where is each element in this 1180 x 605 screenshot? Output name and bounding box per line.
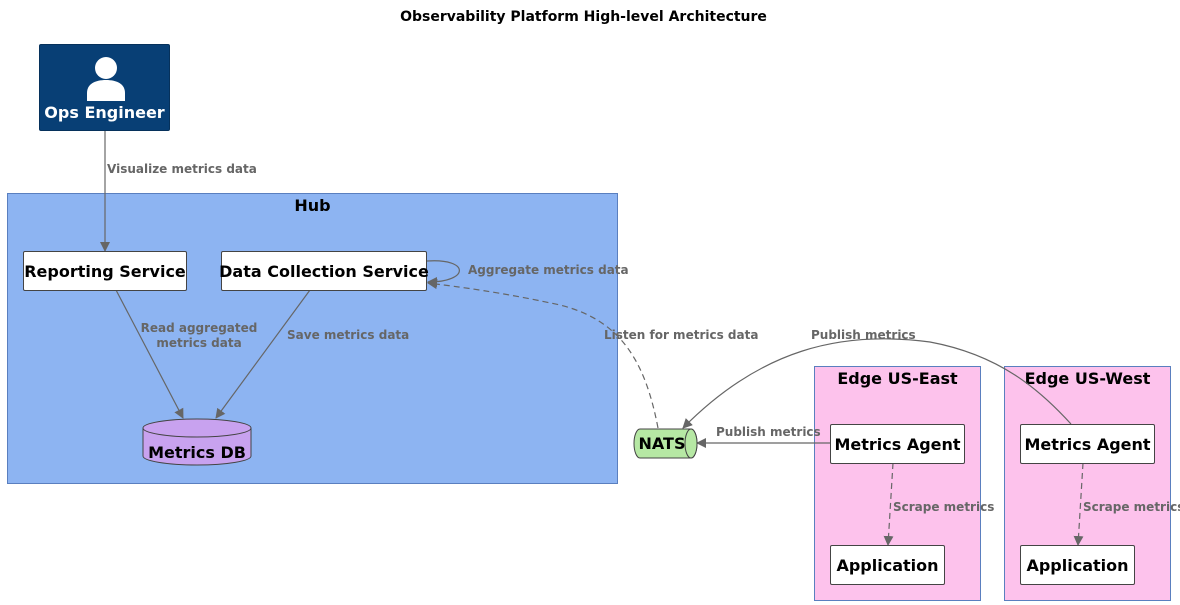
- read-aggregated-line1: Read aggregated: [140, 321, 258, 335]
- read-aggregated-label: Read aggregated metrics data: [134, 321, 264, 351]
- save-metrics-arrow: [215, 289, 311, 419]
- diagram-title: Observability Platform High-level Archit…: [400, 9, 767, 25]
- east-metrics-agent-node[interactable]: Metrics Agent: [830, 424, 965, 464]
- hub-group-title: Hub: [294, 196, 331, 215]
- read-aggregated-line2: metrics data: [156, 336, 242, 350]
- publish-west-arrow: [682, 338, 1072, 429]
- edge-us-west-title: Edge US-West: [1024, 369, 1151, 388]
- ops-engineer-label: Ops Engineer: [44, 103, 165, 122]
- ops-engineer-actor[interactable]: Ops Engineer: [39, 44, 170, 131]
- reporting-service-node[interactable]: Reporting Service: [23, 251, 187, 291]
- listen-label: Listen for metrics data: [604, 328, 759, 342]
- edge-us-east-title: Edge US-East: [837, 369, 958, 388]
- scrape-east-arrow: [883, 462, 894, 546]
- nats-label[interactable]: NATS: [638, 434, 686, 453]
- read-aggregated-arrow: [115, 289, 184, 419]
- aggregate-loop-arrow: [426, 260, 460, 287]
- east-application-node[interactable]: Application: [830, 545, 945, 585]
- scrape-east-label: Scrape metrics: [893, 500, 995, 514]
- aggregate-label: Aggregate metrics data: [468, 263, 629, 277]
- listen-arrow: [427, 279, 659, 429]
- scrape-west-arrow: [1073, 462, 1084, 546]
- nats-queue-shape: [633, 428, 698, 459]
- person-icon: [87, 57, 125, 101]
- west-application-node[interactable]: Application: [1020, 545, 1135, 585]
- hub-group: Hub: [7, 193, 618, 484]
- metrics-db-cylinder: [142, 418, 252, 466]
- metrics-db-label[interactable]: Metrics DB: [148, 443, 246, 462]
- visualize-label: Visualize metrics data: [107, 162, 257, 176]
- publish-west-label: Publish metrics: [811, 328, 916, 342]
- publish-east-label: Publish metrics: [716, 425, 821, 439]
- data-collection-service-node[interactable]: Data Collection Service: [219, 251, 429, 291]
- west-metrics-agent-node[interactable]: Metrics Agent: [1020, 424, 1155, 464]
- save-metrics-label: Save metrics data: [287, 328, 410, 342]
- scrape-west-label: Scrape metrics: [1083, 500, 1180, 514]
